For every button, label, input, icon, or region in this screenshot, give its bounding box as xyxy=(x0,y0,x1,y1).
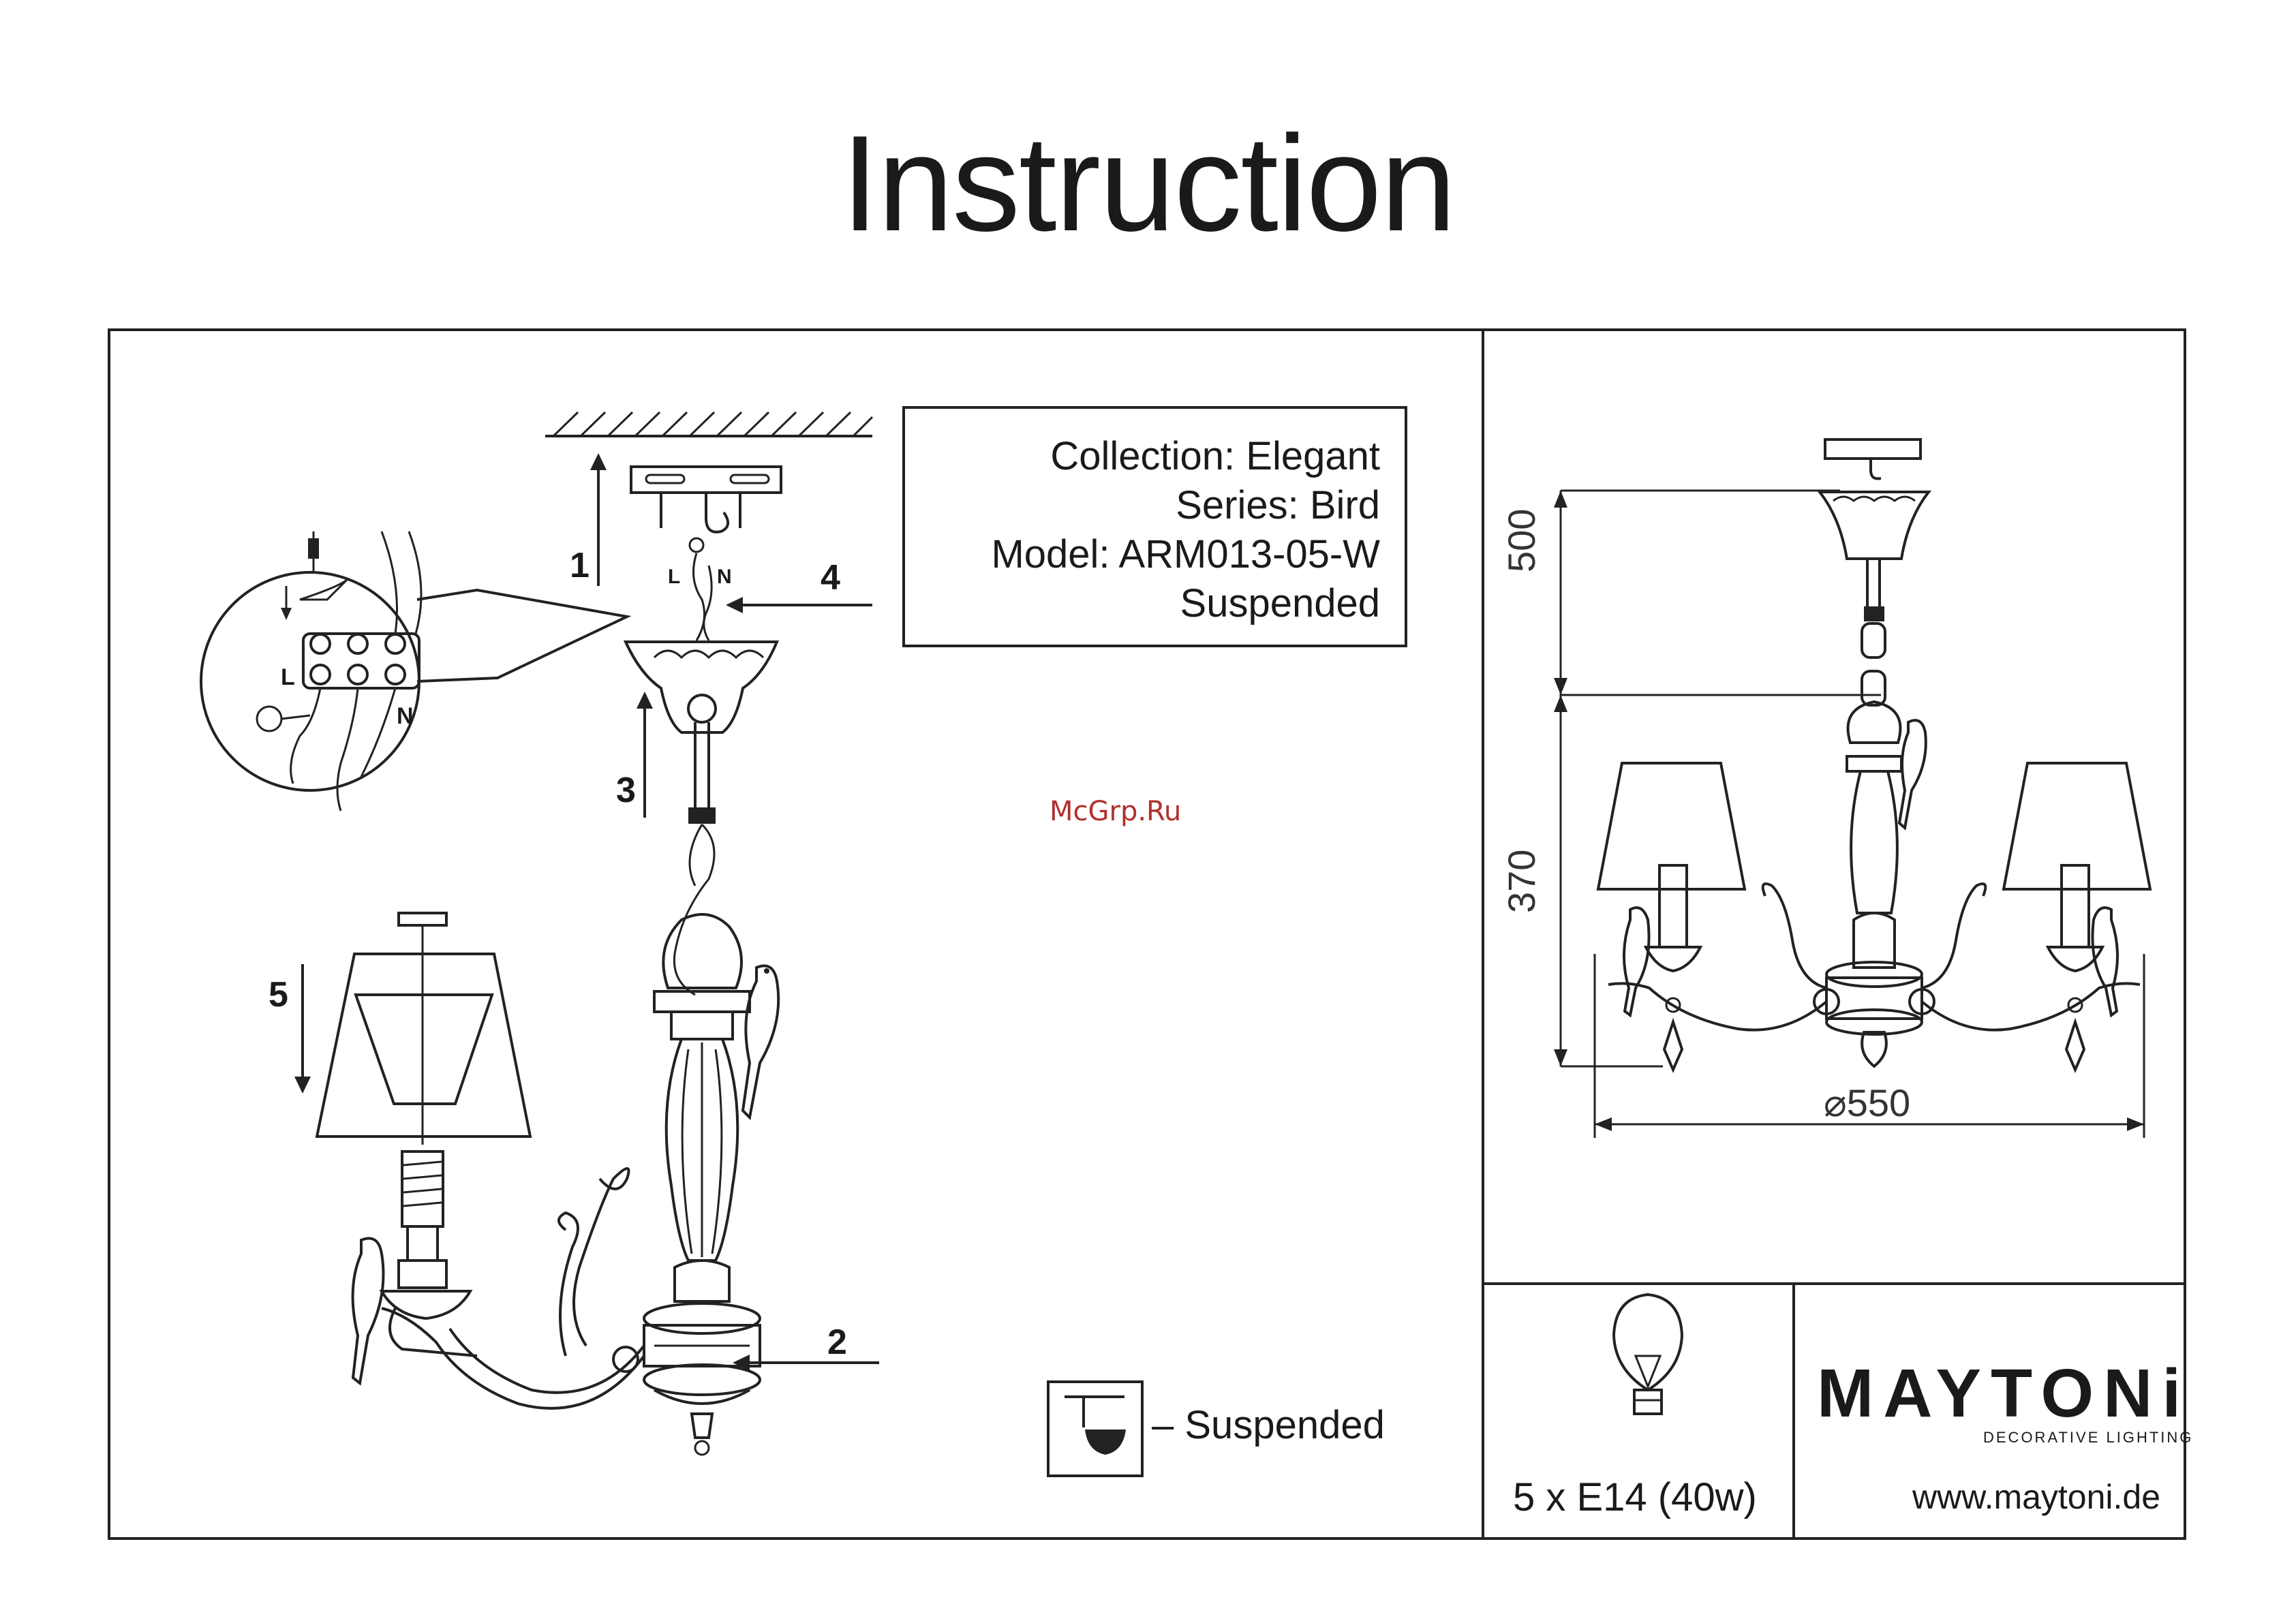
mounting-plate xyxy=(631,467,781,532)
brand-logo: MAYTONi xyxy=(1817,1355,2190,1433)
step-1-label: 1 xyxy=(570,545,590,586)
zoom-neutral-label: N xyxy=(397,703,414,730)
ceiling-canopy xyxy=(626,642,777,732)
mount-type-label: Suspended xyxy=(905,579,1380,628)
suspension-rod xyxy=(674,722,716,995)
dimension-height-body: 370 xyxy=(1499,850,1544,913)
bird-ornament xyxy=(743,966,778,1118)
step-2-label: 2 xyxy=(827,1322,847,1363)
step-3-label: 3 xyxy=(616,770,636,811)
chandelier-front-view xyxy=(1598,439,2150,1070)
lamp-shade xyxy=(317,913,530,1145)
bulb-icon xyxy=(1614,1295,1682,1414)
lamp-socket xyxy=(399,1151,446,1288)
bulb-spec: 5 x E14 (40w) xyxy=(1513,1474,1757,1520)
step-4-label: 4 xyxy=(821,557,840,598)
ceiling-hatch xyxy=(545,412,872,436)
wiring-zoom-callout xyxy=(201,531,627,811)
dimension-diameter: ⌀550 xyxy=(1824,1081,1910,1126)
collection-label: Collection: Elegant xyxy=(905,432,1380,481)
suspended-mount-icon xyxy=(1048,1382,1142,1476)
model-label: Model: ARM013-05-W xyxy=(905,530,1380,579)
live-wire-label: L xyxy=(668,566,680,589)
website-link[interactable]: www.maytoni.de xyxy=(1912,1477,2160,1517)
supply-wires xyxy=(690,538,711,640)
zoom-live-label: L xyxy=(281,664,295,691)
watermark: McGrp.Ru xyxy=(1050,796,1181,827)
dimension-lines xyxy=(1554,491,2144,1138)
neutral-wire-label: N xyxy=(717,566,732,589)
brand-tagline: DECORATIVE LIGHTING xyxy=(1983,1429,2193,1447)
step-5-label: 5 xyxy=(269,974,288,1015)
dimension-height-top: 500 xyxy=(1499,509,1544,572)
product-info-box: Collection: Elegant Series: Bird Model: … xyxy=(902,406,1407,647)
central-column xyxy=(644,914,760,1455)
series-label: Series: Bird xyxy=(905,481,1380,530)
legend-suspended-text: – Suspended xyxy=(1152,1402,1385,1448)
